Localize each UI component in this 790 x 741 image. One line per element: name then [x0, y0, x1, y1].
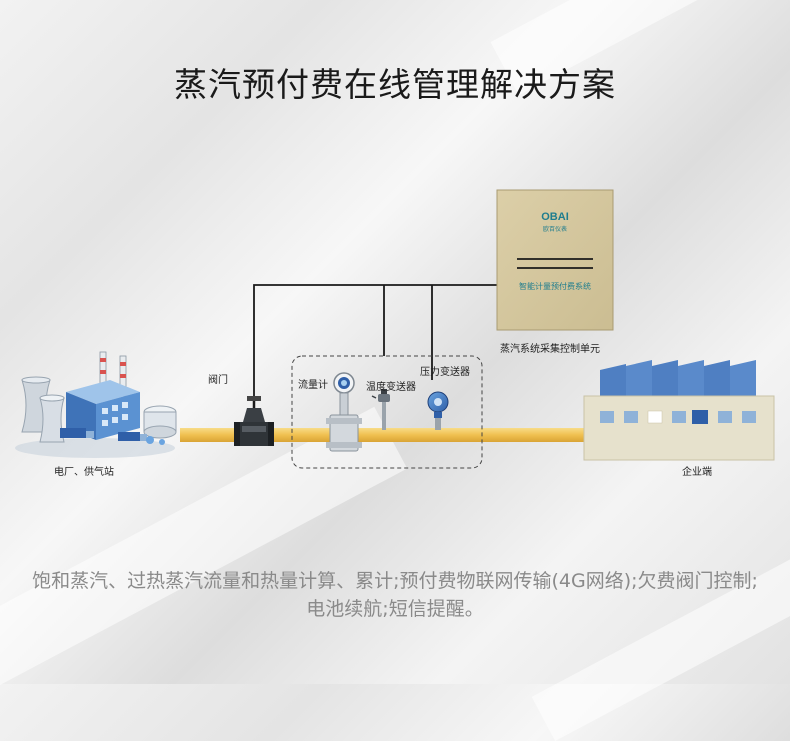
pressure-transmitter-icon [427, 391, 449, 430]
flowmeter-icon [326, 372, 362, 452]
page-title: 蒸汽预付费在线管理解决方案 [174, 65, 616, 104]
flowmeter-label: 流量计 [298, 380, 328, 391]
cabinet-system-name: 智能计量预付费系统 [519, 281, 591, 291]
solution-description: 饱和蒸汽、过热蒸汽流量和热量计算、累计;预付费物联网传输(4G网络);欠费阀门控… [32, 570, 758, 620]
instrument-group-box [291, 355, 483, 469]
steam-pipe [180, 428, 585, 442]
temperature-transmitter-icon [371, 389, 390, 430]
control-wires [253, 284, 497, 400]
cabinet-brand: OBAI [541, 211, 569, 223]
cabinet-brand-sub: 欧百仪表 [543, 225, 567, 233]
control-cabinet: OBAI 欧百仪表 智能计量预付费系统 [496, 189, 614, 331]
temp-transmitter-label: 温度变送器 [366, 382, 416, 393]
valve-icon [234, 396, 274, 446]
pressure-transmitter-label: 压力变送器 [420, 367, 470, 378]
power-plant-label: 电厂、供气站 [54, 467, 114, 478]
collector-unit-label: 蒸汽系统采集控制单元 [500, 344, 600, 355]
enterprise-label: 企业端 [682, 467, 712, 478]
system-diagram: OBAI 欧百仪表 智能计量预付费系统 [15, 189, 775, 469]
valve-label: 阀门 [208, 375, 228, 386]
power-plant-icon [15, 351, 177, 458]
enterprise-factory-icon [583, 360, 775, 461]
